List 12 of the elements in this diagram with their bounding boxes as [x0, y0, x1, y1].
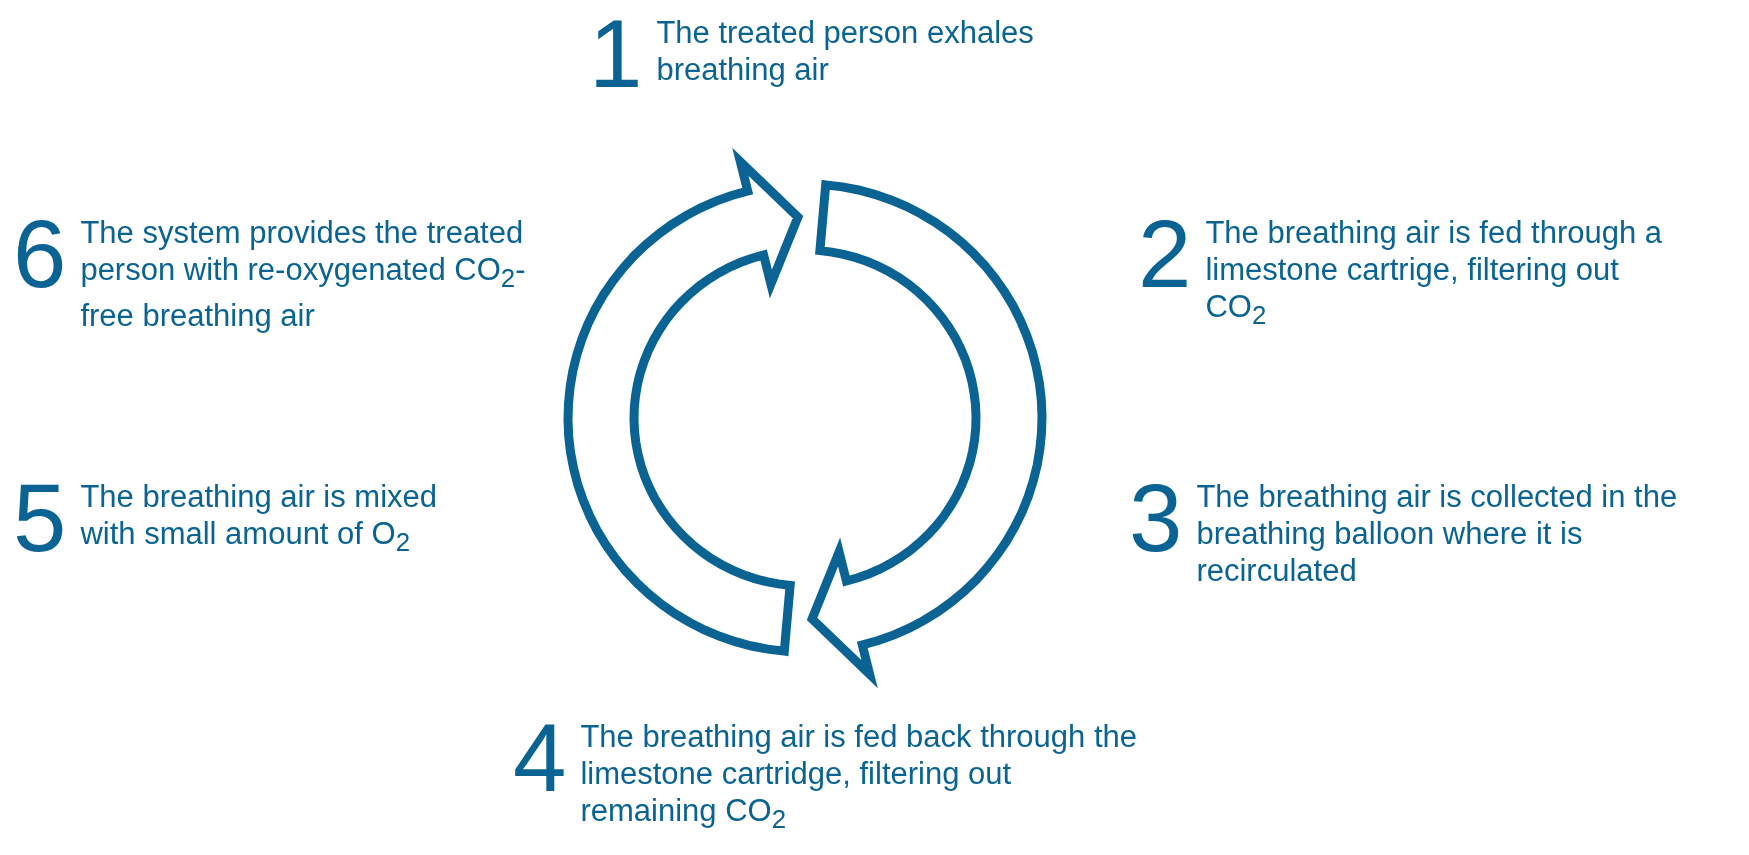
step-description: The breathing air is collected in the breathing balloon where it is recirculated [1196, 478, 1679, 589]
step-number: 1 [589, 14, 643, 94]
step-number: 4 [513, 718, 567, 798]
step-number: 5 [13, 478, 67, 558]
step-description: The breathing air is fed back through the limestone cartridge, filtering out remaining CO$_{2}$ [580, 718, 1138, 836]
step-description: The treated person exhales breathing air [656, 14, 1035, 88]
step-number: 3 [1129, 478, 1183, 558]
step-number: 6 [13, 214, 67, 294]
step-description: The breathing air is fed through a limestone cartrige, filtering out CO$_{2}$ [1205, 214, 1664, 332]
step-number: 2 [1138, 214, 1192, 294]
step-description: The system provides the treated person with re-oxygenated CO$_{2}$-free breathing air [80, 214, 527, 335]
step-description: The breathing air is mixed with small amount of O$_{2}$ [80, 478, 439, 559]
